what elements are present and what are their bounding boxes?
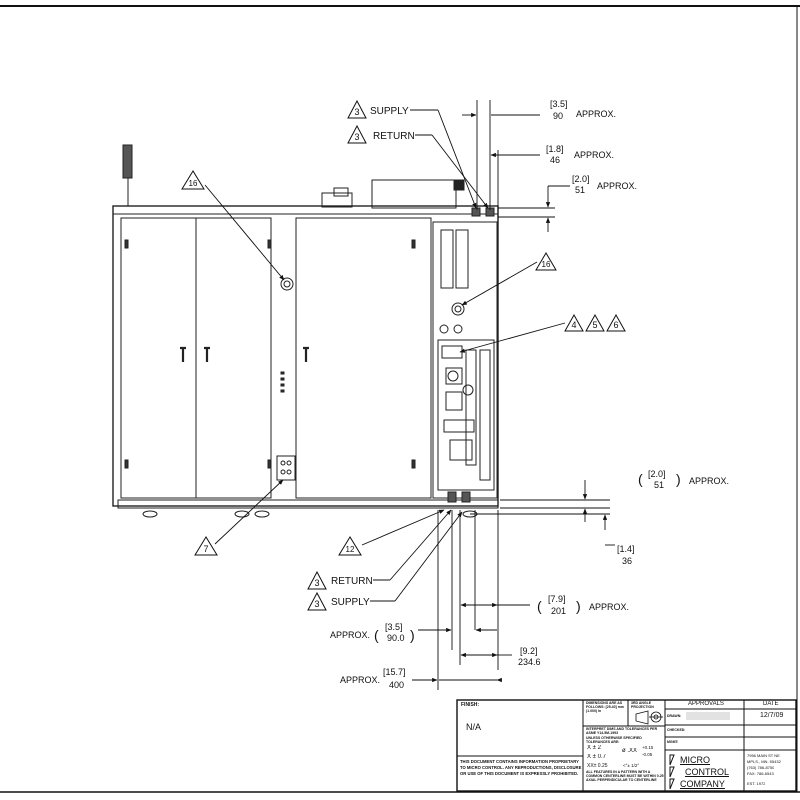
dim-inch: [3.5] [385, 622, 403, 632]
mgmt-label: MGMT: [667, 740, 679, 744]
dim-paren-close: ) [676, 471, 681, 487]
dim-note: APPROX. [689, 476, 729, 486]
dim-mm: 36 [622, 556, 632, 566]
dim-mm: 46 [550, 155, 560, 165]
checked-label: CHECKED: [667, 728, 686, 732]
dim-inch: [15.7] [383, 667, 406, 677]
dimensions-note: DIMENSIONS ARE AS FOLLOWS: [25.40] mm (1… [586, 701, 624, 714]
tolerance-angle: <°± 1/2° [623, 763, 640, 768]
tolerance-diameter: ø .XX [622, 748, 638, 754]
callout-triangle-16-left [181, 170, 205, 190]
projection-symbol-icon [635, 710, 663, 725]
company-logo-icon [669, 754, 675, 790]
dim-paren-close: ) [576, 598, 581, 614]
dim-note: APPROX. [340, 675, 380, 685]
title-block-frame [456, 699, 797, 792]
dimension-text: [3.5] 90 APPROX. [1.8] 46 APPROX. [2.0] … [330, 99, 729, 690]
dim-note: APPROX. [589, 602, 629, 612]
dim-note: APPROX. [597, 181, 637, 191]
drawn-date: 12/7/09 [760, 712, 784, 719]
phone: (763) 786-8750 [747, 765, 775, 770]
address-line-2: MPLS., MN. 55432 [747, 759, 781, 764]
tolerance-xxx: XX± 0.25 [587, 763, 608, 769]
projection-label: 3RD ANGLE PROJECTION [631, 701, 654, 709]
dim-mm: 51 [654, 480, 664, 490]
dim-inch: [3.5] [550, 99, 568, 109]
dim-paren-open: ( [374, 627, 379, 643]
callout-label-supply-bottom: SUPPLY [331, 597, 370, 608]
pattern-note: ALL FEATURES IN A PATTERN WITH A COMMON … [586, 770, 664, 782]
finish-value: N/A [466, 722, 482, 732]
callout-number: 3 [314, 578, 319, 588]
tolerance-diameter-plus: +0.15 [642, 745, 654, 750]
drawn-by-redacted [686, 712, 730, 720]
finish-label: FINISH: [461, 702, 480, 708]
callout-number: 16 [542, 260, 551, 269]
dim-mm: 400 [389, 680, 404, 690]
callout-number: 3 [354, 107, 359, 117]
callout-label-return-bottom: RETURN [331, 576, 373, 587]
company-name-1: MICRO [680, 755, 710, 765]
callout-number: 3 [314, 599, 319, 609]
dim-paren-open: ( [638, 471, 643, 487]
dim-paren-close: ) [410, 627, 415, 643]
callout-triangle-7 [194, 536, 218, 556]
dim-inch: [1.4] [617, 544, 635, 554]
fax: FAX: 786-6543 [747, 771, 774, 776]
dim-inch: [1.8] [546, 144, 564, 154]
dim-mm: 90 [553, 111, 563, 121]
spec-note: INTERPRET DIMS AND TOLERANCES PER ASME Y… [586, 727, 658, 735]
callout-triangle-6 [606, 313, 626, 332]
tolerance-xx: X ± 0.7 [587, 754, 606, 760]
drawn-label: DRAWN: [667, 714, 682, 718]
dim-note: APPROX. [576, 109, 616, 119]
company-name-2: CONTROL [685, 767, 730, 777]
dim-inch: [2.0] [648, 469, 666, 479]
machine-cabinet [112, 144, 499, 518]
tolerance-x: X ± 2 [587, 745, 601, 751]
dim-note: APPROX. [330, 630, 370, 640]
proprietary-notice: THIS DOCUMENT CONTAINS INFORMATION PROPR… [460, 759, 582, 777]
dimension-lines [412, 100, 615, 690]
tolerance-diameter-minus: -0.05 [642, 752, 653, 757]
callout-triangle-supply-top [347, 99, 367, 119]
callout-triangle-return-top [347, 124, 367, 144]
leader-lines [204, 109, 566, 602]
approvals-header: APPROVALS [688, 701, 724, 707]
dim-inch: [2.0] [572, 174, 590, 184]
callout-triangle-return-bottom [307, 570, 327, 590]
dim-inch: [7.9] [548, 594, 566, 604]
callout-triangle-supply-bottom [307, 591, 327, 611]
callout-triangle-4 [564, 313, 584, 332]
callout-triangle-12 [338, 536, 362, 556]
callout-triangle-16-right [535, 252, 557, 271]
company-name-3: COMPANY [680, 779, 725, 789]
tolerance-header: UNLESS OTHERWISE SPECIFIED TOLERANCES AR… [586, 736, 642, 744]
callout-triangle-5 [585, 313, 605, 332]
dim-inch: [9.2] [520, 646, 538, 656]
callout-number: 5 [592, 320, 597, 330]
dim-mm: 234.6 [518, 657, 541, 667]
callout-number: 6 [613, 320, 618, 330]
established: EST. 1972 [747, 781, 766, 786]
callout-number: 4 [571, 320, 576, 330]
callout-number: 16 [189, 179, 198, 188]
callout-number: 12 [346, 545, 355, 554]
callout-label-supply-top: SUPPLY [370, 106, 409, 117]
dim-paren-open: ( [537, 598, 542, 614]
dim-note: APPROX. [574, 150, 614, 160]
dim-mm: 90.0 [387, 633, 405, 643]
date-header: DATE [763, 701, 779, 707]
callout-number: 3 [354, 132, 359, 142]
address-line-1: 7956 MAIN ST NE [747, 753, 780, 758]
callout-label-return-top: RETURN [373, 131, 415, 142]
callout-number: 7 [203, 544, 208, 554]
dim-mm: 51 [575, 185, 585, 195]
dim-mm: 201 [551, 606, 566, 616]
